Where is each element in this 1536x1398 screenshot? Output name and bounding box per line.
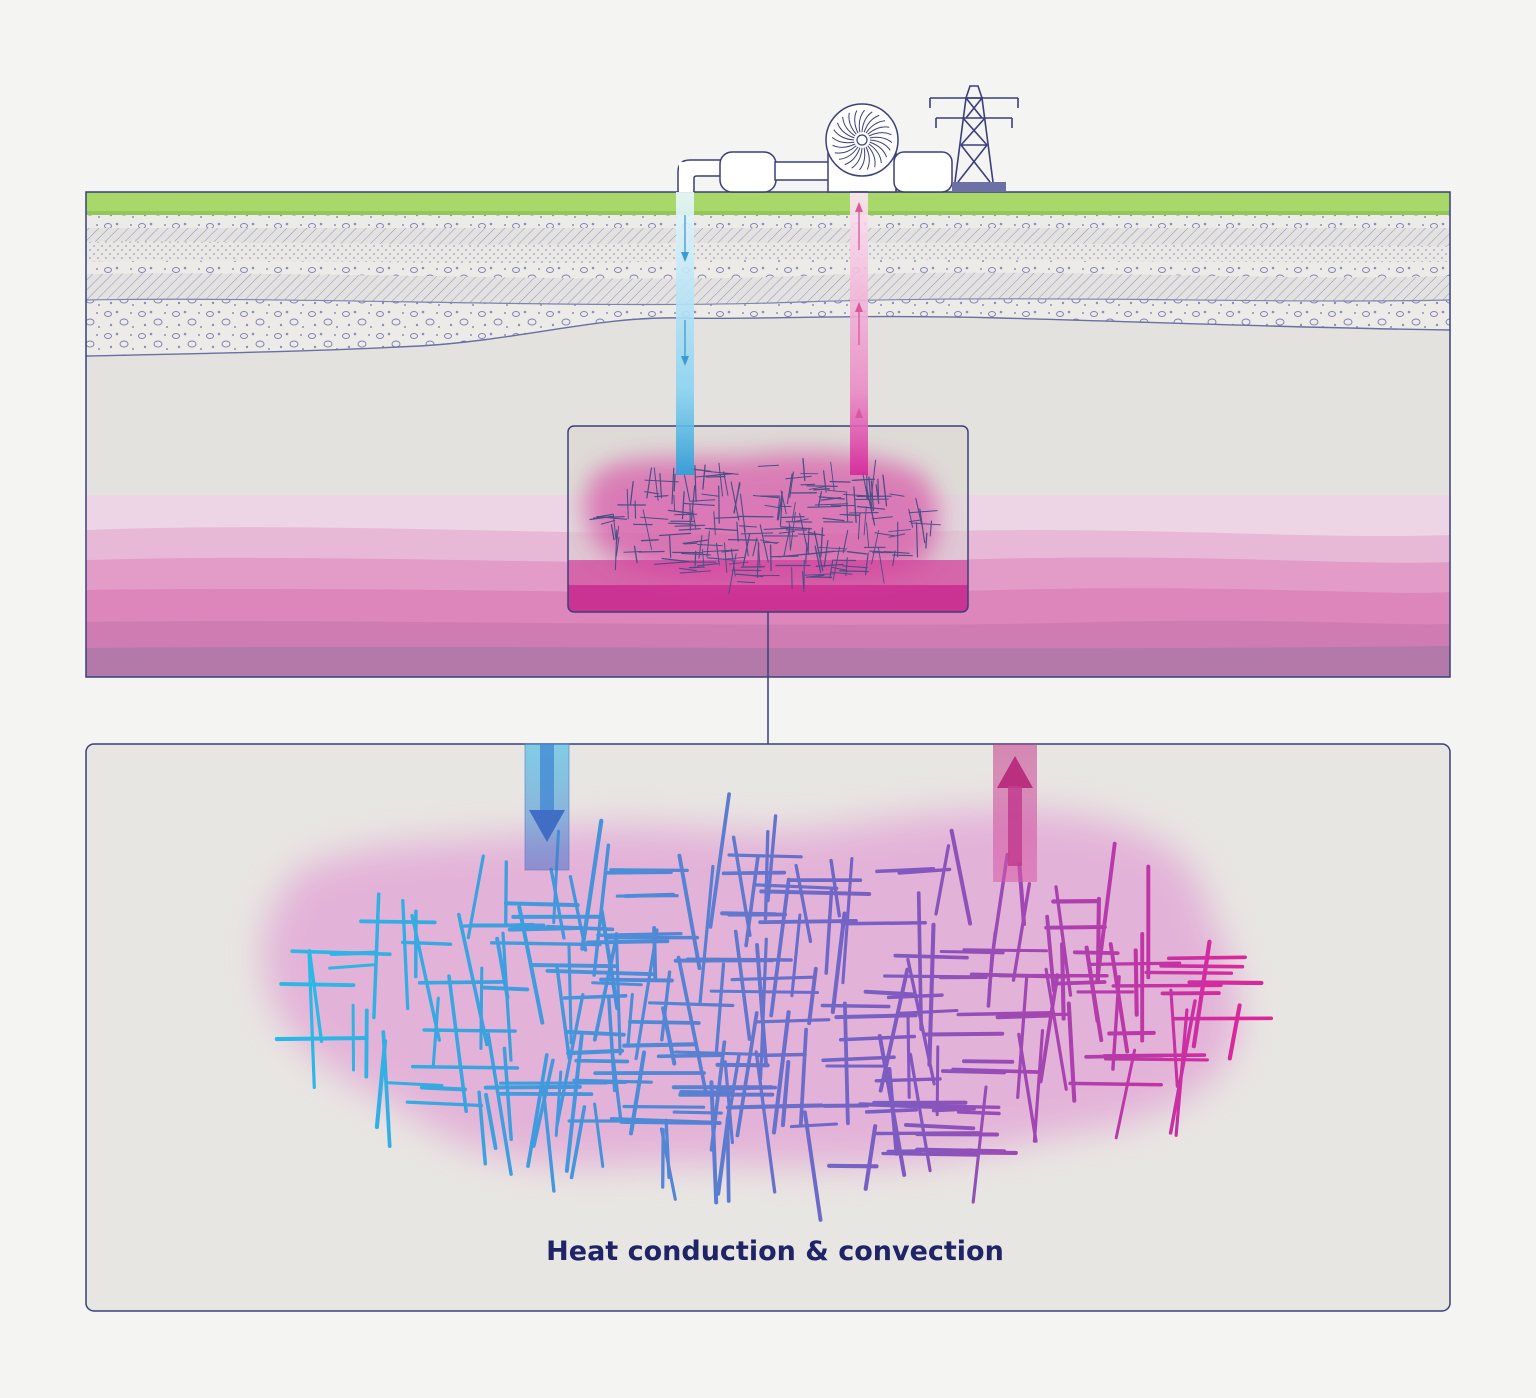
fracture — [889, 995, 942, 997]
mini-fracture — [674, 474, 675, 491]
fracture — [569, 946, 571, 1043]
fracture — [420, 982, 504, 983]
production-well — [850, 192, 868, 475]
turbine-icon — [826, 104, 898, 176]
grass-layer — [86, 192, 1450, 214]
mini-fracture — [893, 555, 913, 556]
fracture — [876, 1079, 940, 1081]
fracture — [424, 1030, 515, 1031]
mini-fracture — [624, 552, 641, 553]
mini-fracture — [840, 571, 868, 572]
fracture — [953, 1070, 1039, 1073]
mini-fracture — [739, 516, 773, 517]
fracture — [413, 1067, 518, 1068]
fracture — [624, 1044, 694, 1045]
fracture — [366, 1010, 367, 1076]
cross-section-panel — [86, 86, 1450, 677]
fracture — [766, 832, 768, 919]
detail-caption: Heat conduction & convection — [546, 1236, 1004, 1267]
fracture — [836, 1015, 915, 1017]
fracture — [576, 1061, 627, 1062]
fracture — [934, 1109, 975, 1111]
fracture — [842, 923, 925, 924]
fracture — [531, 965, 616, 966]
fracture — [622, 1122, 720, 1123]
fracture — [1104, 1055, 1204, 1056]
mini-fracture — [771, 545, 772, 570]
mini-fracture — [878, 479, 879, 497]
fracture — [866, 992, 914, 995]
mini-fracture — [639, 552, 664, 553]
fracture — [724, 873, 785, 874]
injection-well — [676, 192, 694, 475]
detail-panel: Heat conduction & convection — [86, 744, 1450, 1311]
fracture — [937, 1047, 938, 1115]
fracture — [1070, 1083, 1161, 1084]
fracture — [403, 942, 451, 944]
fracture — [1169, 957, 1245, 958]
fracture — [506, 903, 578, 905]
fracture — [756, 1020, 829, 1022]
mini-fracture — [801, 484, 815, 485]
fracture — [822, 1006, 888, 1007]
fracture — [908, 1015, 909, 1097]
injection-flow — [525, 744, 569, 870]
fracture — [761, 891, 869, 894]
mini-fracture — [690, 567, 705, 568]
mini-fracture — [926, 533, 927, 548]
fracture — [481, 968, 482, 1049]
fracture — [1098, 899, 1099, 982]
power-plant — [678, 104, 952, 192]
mini-fracture — [830, 482, 850, 483]
fracture — [506, 862, 507, 925]
mini-fracture — [674, 495, 675, 511]
reservoir-inset — [568, 426, 968, 612]
fracture — [611, 870, 687, 871]
fracture — [624, 1107, 704, 1108]
fracture — [1106, 1059, 1208, 1060]
fracture — [917, 1150, 1004, 1152]
fracture — [492, 943, 600, 945]
fracture — [1113, 985, 1221, 986]
fracture — [925, 1034, 1002, 1035]
fracture — [361, 921, 435, 922]
fracture — [728, 1119, 729, 1201]
mini-fracture — [729, 540, 758, 541]
fracture — [1062, 944, 1064, 1018]
fracture — [1161, 966, 1242, 967]
fracture — [729, 855, 801, 857]
fracture — [959, 1112, 999, 1114]
fracture — [1046, 927, 1105, 928]
fracture — [607, 872, 672, 873]
fracture — [941, 952, 1003, 953]
fracture — [422, 1088, 465, 1090]
production-flow — [993, 744, 1037, 882]
fracture — [547, 927, 612, 930]
fracture — [1136, 950, 1137, 1014]
fracture — [1146, 972, 1231, 973]
fracture — [885, 976, 974, 977]
mini-fracture — [845, 515, 859, 516]
fracture — [659, 1055, 722, 1056]
heat-exchanger — [720, 152, 776, 192]
fracture — [598, 934, 681, 936]
fracture — [964, 1061, 1012, 1062]
fracture — [588, 941, 668, 942]
fracture — [1190, 982, 1262, 983]
fracture — [281, 984, 353, 985]
fracture — [867, 1110, 917, 1112]
fracture — [681, 1092, 731, 1093]
fracture — [898, 1105, 999, 1107]
mini-fracture — [807, 486, 837, 487]
fracture — [486, 1087, 580, 1088]
fracture — [964, 950, 1047, 951]
mini-fracture — [695, 551, 696, 565]
